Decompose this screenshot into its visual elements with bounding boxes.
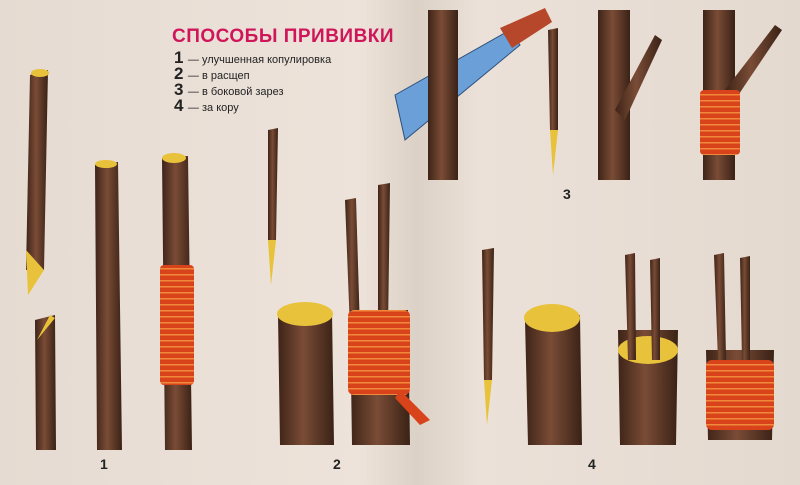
method-2-split-stock (277, 183, 430, 445)
legend-number: 4 (174, 96, 184, 115)
legend-number: 3 (174, 80, 184, 99)
page-title: СПОСОБЫ ПРИВИВКИ (172, 26, 395, 47)
legend-text: — улучшенная копулировка (187, 54, 332, 66)
legend-text: — в расщеп (187, 70, 250, 82)
method-3-stages (428, 10, 782, 180)
method-1-joined (95, 153, 194, 450)
figure-label-3: 3 (563, 186, 571, 202)
legend-number: 1 (174, 48, 184, 67)
legend-item: 4 — за кору (174, 96, 331, 115)
legend-item: 2 — в расщеп (174, 64, 331, 83)
method-2-scion (268, 128, 278, 285)
legend-item: 3 — в боковой зарез (174, 80, 331, 99)
method-4-scion (482, 248, 494, 425)
figure-label-4: 4 (588, 456, 596, 472)
legend-text: — за кору (187, 102, 239, 114)
method-1-scion (26, 69, 56, 450)
legend-number: 2 (174, 64, 184, 83)
legend: 1 — улучшенная копулировка 2 — в расщеп … (174, 48, 332, 115)
method-4-stages (524, 253, 774, 445)
legend-text: — в боковой зарез (187, 86, 284, 98)
figure-label-1: 1 (100, 456, 108, 472)
figure-label-2: 2 (333, 456, 341, 472)
legend-item: 1 — улучшенная копулировка (174, 48, 332, 67)
method-3-knife (394, 8, 552, 141)
